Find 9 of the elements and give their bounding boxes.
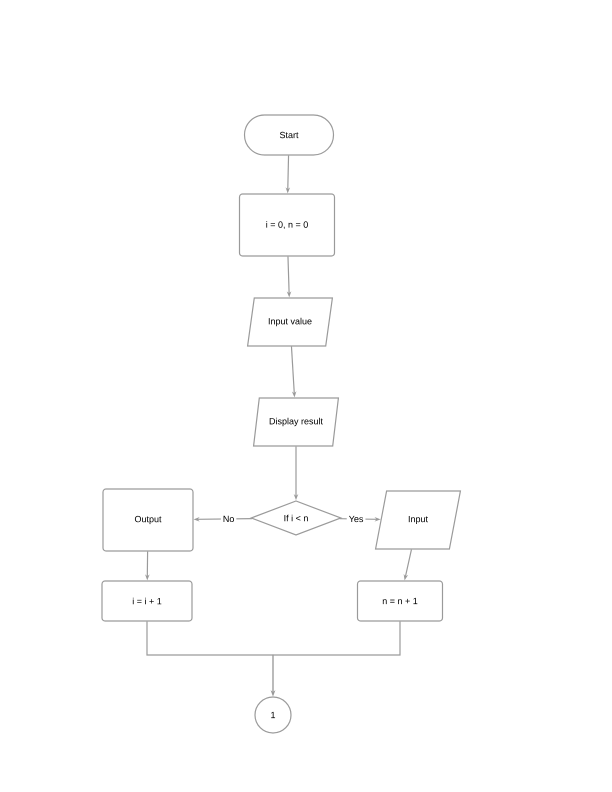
input-output-box: Display result bbox=[252, 397, 340, 447]
process-box: i = 0, n = 0 bbox=[238, 193, 336, 257]
terminator: Start bbox=[244, 114, 334, 156]
process-box: i = i + 1 bbox=[101, 580, 193, 622]
process-box: Output bbox=[102, 488, 194, 552]
edge-label: No bbox=[220, 514, 236, 524]
process-box: n = n + 1 bbox=[356, 580, 444, 622]
edge-label: Yes bbox=[346, 514, 366, 524]
input-output-box: Input bbox=[374, 490, 462, 550]
